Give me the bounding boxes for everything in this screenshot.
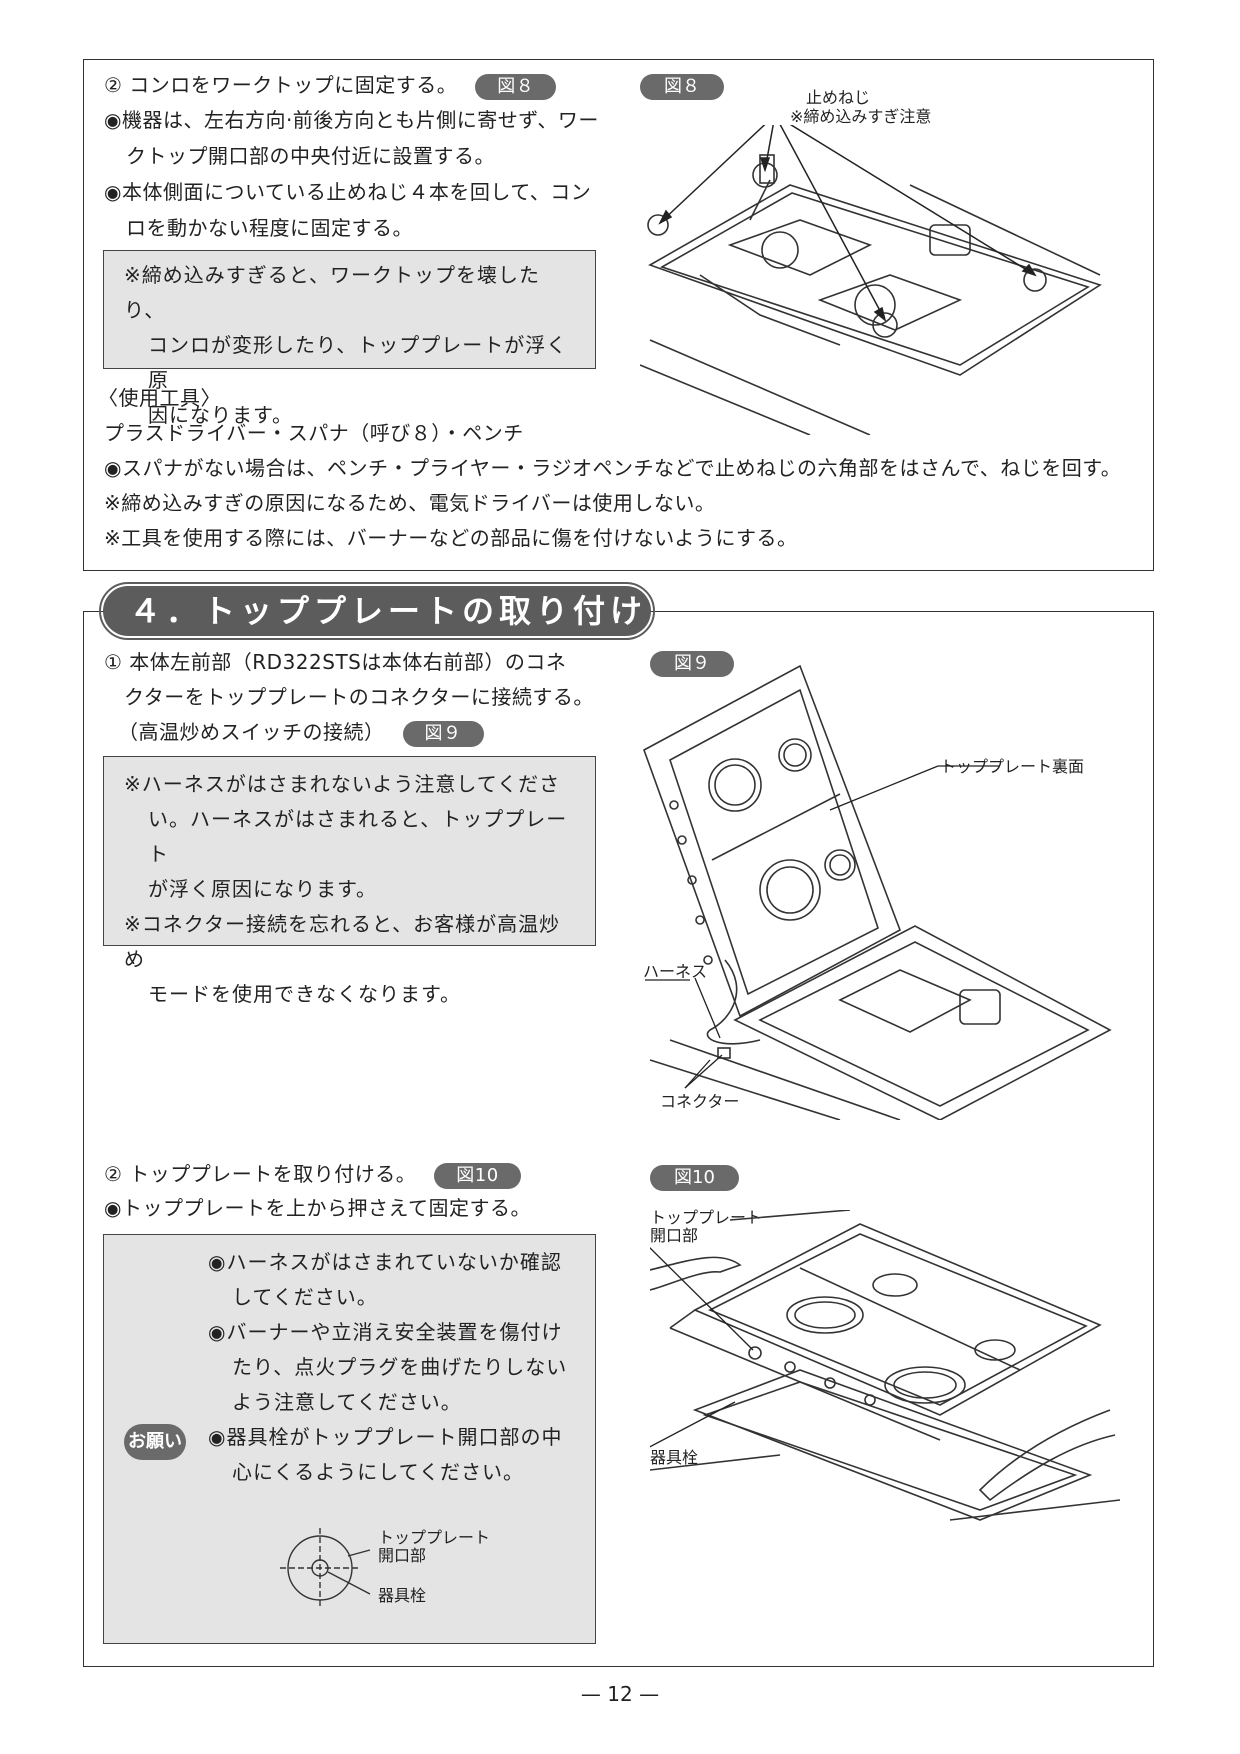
caution-note-1: ※締め込みすぎると、ワークトップを壊したり、 コンロが変形したり、トッププレート… bbox=[103, 250, 596, 427]
fig9-illustration bbox=[643, 664, 1112, 1120]
caution-note-line: ※締め込みすぎると、ワークトップを壊したり、 bbox=[124, 263, 540, 322]
request-line: ◉バーナーや立消え安全装置を傷付け bbox=[208, 1320, 563, 1344]
request-line: たり、点火プラグを曲げたりしない bbox=[232, 1355, 568, 1379]
fig9-callout-connector: コネクター bbox=[660, 1092, 740, 1111]
diagram-label-valve: 器具栓 bbox=[378, 1586, 427, 1605]
request-line: してください。 bbox=[232, 1285, 378, 1309]
fig10-ref-badge: 図10 bbox=[434, 1162, 521, 1189]
caution-note-line: 因になります。 bbox=[148, 403, 293, 427]
onegai-badge: お願い bbox=[124, 1424, 186, 1460]
caution-note-line: い。ハーネスがはさまれると、トッププレート bbox=[148, 807, 568, 866]
fig10-callout-valve: 器具栓 bbox=[650, 1448, 699, 1467]
step2-bullet: ◉トッププレートを上から押さえて固定する。 bbox=[104, 1196, 531, 1220]
request-line: よう注意してください。 bbox=[232, 1390, 462, 1414]
request-line: 心にくるようにしてください。 bbox=[232, 1460, 524, 1484]
fig10-callout-plate: トッププレート bbox=[650, 1208, 763, 1227]
step1-line3: （高温炒めスイッチの接続）図９ bbox=[118, 719, 484, 747]
step2-heading: ② コンロをワークトップに固定する。図８ bbox=[104, 72, 557, 100]
bullet1-line2: クトップ開口部の中央付近に設置する。 bbox=[126, 144, 495, 168]
fig8-callout-screw: 止めねじ bbox=[806, 88, 871, 107]
fig9-ref-badge: 図９ bbox=[402, 720, 484, 747]
tools-note-3: ※工具を使用する際には、バーナーなどの部品に傷を付けないようにする。 bbox=[104, 526, 798, 550]
bullet1-line1: ◉機器は、左右方向·前後方向とも片側に寄せず、ワー bbox=[104, 108, 599, 132]
fig9-callout-back: トッププレート裏面 bbox=[940, 757, 1085, 776]
bullet2-line2: ロを動かない程度に固定する。 bbox=[126, 216, 413, 240]
step1-line1: ① 本体左前部（RD322STSは本体右前部）のコネ bbox=[104, 650, 567, 674]
step2-line: ② トッププレートを取り付ける。図10 bbox=[104, 1161, 521, 1189]
fig10-label: 図10 bbox=[650, 1165, 739, 1191]
bullet2-line1: ◉本体側面についている止めねじ４本を回して、コン bbox=[104, 180, 592, 204]
page-number: — 12 — bbox=[580, 1682, 660, 1706]
tools-note-1: ◉スパナがない場合は、ペンチ・プライヤー・ラジオペンチなどで止めねじの六角部をは… bbox=[104, 456, 1122, 480]
caution-note-2: ※ハーネスがはさまれないよう注意してくださ い。ハーネスがはさまれると、トッププ… bbox=[103, 756, 596, 1006]
request-line: ◉ハーネスがはさまれていないか確認 bbox=[208, 1250, 562, 1274]
step1-line2: クターをトッププレートのコネクターに接続する。 bbox=[124, 685, 594, 709]
tools-list: プラスドライバー・スパナ（呼び８）・ペンチ bbox=[104, 421, 524, 445]
caution-note-line: コンロが変形したり、トッププレートが浮く原 bbox=[148, 333, 568, 392]
caution-note-line: モードを使用できなくなります。 bbox=[148, 982, 461, 1006]
diagram-label-opening: 開口部 bbox=[378, 1546, 427, 1565]
fig9-callout-harness: ハーネス bbox=[643, 962, 708, 981]
section3-frame bbox=[83, 59, 1154, 571]
tools-heading: 〈使用工具〉 bbox=[98, 386, 221, 410]
fig10-illustration bbox=[650, 1210, 1120, 1521]
fig8-ref-badge: 図８ bbox=[475, 73, 557, 100]
section4-title: ４．トッププレートの取り付け bbox=[99, 582, 655, 640]
fig10-callout-opening: 開口部 bbox=[650, 1226, 699, 1245]
caution-note-line: ※コネクター接続を忘れると、お客様が高温炒め bbox=[124, 912, 561, 971]
tools-note-2: ※締め込みすぎの原因になるため、電気ドライバーは使用しない。 bbox=[104, 491, 716, 515]
fig9-label: 図９ bbox=[650, 651, 734, 677]
fig8-illustration bbox=[640, 125, 1102, 435]
request-line: ◉器具栓がトッププレート開口部の中 bbox=[208, 1425, 563, 1449]
caution-note-line: が浮く原因になります。 bbox=[148, 877, 377, 901]
diagram-label-plate: トッププレート bbox=[378, 1528, 491, 1547]
fig8-label: 図８ bbox=[640, 74, 724, 100]
caution-note-line: ※ハーネスがはさまれないよう注意してくださ bbox=[124, 772, 561, 796]
fig8-callout-caution: ※締め込みすぎ注意 bbox=[790, 107, 932, 126]
opening-diagram bbox=[280, 1528, 371, 1608]
